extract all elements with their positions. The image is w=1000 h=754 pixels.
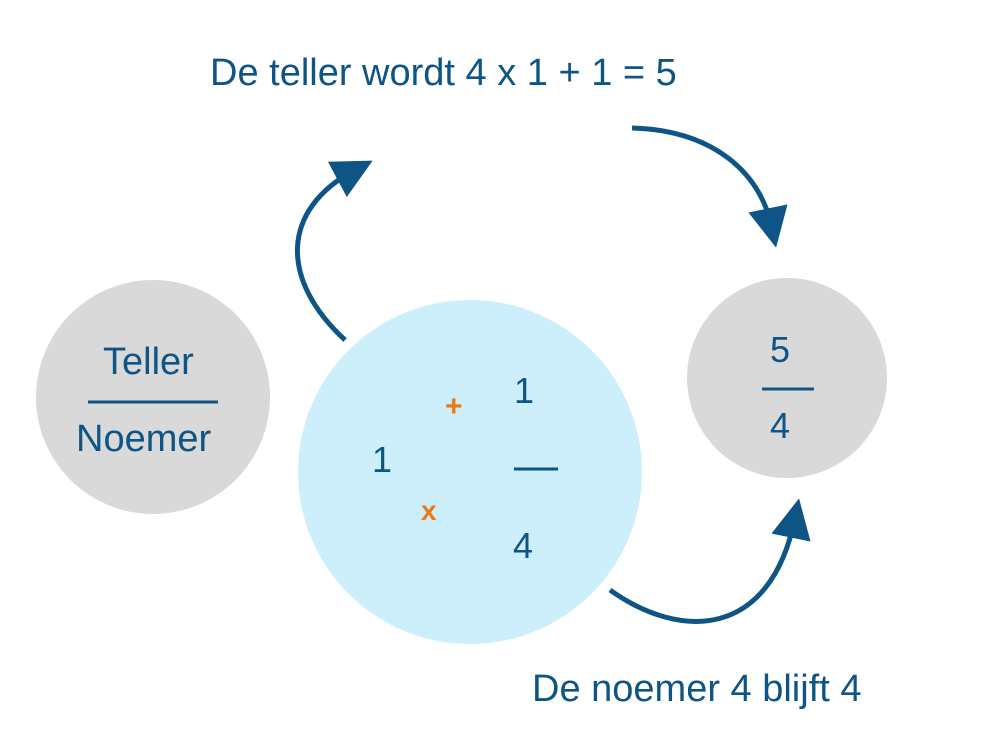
arrow-top-right <box>631 125 788 248</box>
bottom-caption: De noemer 4 blijft 4 <box>532 668 862 710</box>
mixed-whole: 1 <box>372 439 393 480</box>
result-denominator: 4 <box>770 405 791 446</box>
top-caption: De teller wordt 4 x 1 + 1 = 5 <box>210 52 677 94</box>
result-fraction-circle <box>687 278 887 478</box>
arrow-bottom-right <box>608 498 811 624</box>
mixed-numerator: 1 <box>514 370 535 411</box>
arrow-up-left <box>295 160 373 342</box>
general-numerator: Teller <box>103 341 194 383</box>
general-denominator: Noemer <box>76 418 212 460</box>
plus-sign: + <box>445 390 463 423</box>
result-numerator: 5 <box>770 329 791 370</box>
general-fraction-circle <box>36 280 270 514</box>
mixed-denominator: 4 <box>513 525 534 566</box>
mixed-number-circle <box>298 300 642 644</box>
times-sign: x <box>421 495 437 526</box>
